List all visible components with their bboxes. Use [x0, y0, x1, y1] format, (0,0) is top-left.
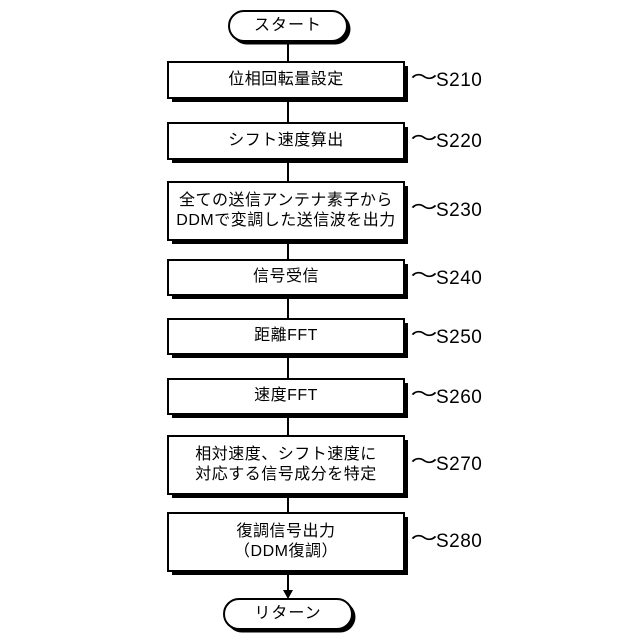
- step-code-s270: S270: [436, 453, 483, 475]
- process-box-s250: 距離FFT: [167, 318, 405, 355]
- connector-s220-to-s230: [287, 160, 289, 181]
- terminator-start: スタート: [228, 10, 348, 42]
- arrowhead-icon: [283, 590, 293, 599]
- process-box-s210: 位相回転量設定: [167, 61, 405, 99]
- connector-start-to-s210: [287, 42, 289, 61]
- process-box-s270: 相対速度、シフト速度に 対応する信号成分を特定: [167, 435, 405, 495]
- process-box-s240: 信号受信: [167, 259, 405, 296]
- process-box-s280: 復調信号出力 （DDM復調）: [167, 512, 405, 572]
- step-code-s240: S240: [436, 267, 483, 289]
- tilde-icon: 〜: [410, 265, 438, 287]
- step-label-s280: 〜 S280: [410, 528, 483, 552]
- tilde-icon: 〜: [410, 197, 438, 219]
- step-label-s260: 〜 S260: [410, 384, 483, 408]
- terminator-return: リターン: [223, 598, 353, 630]
- step-code-s210: S210: [436, 69, 483, 91]
- step-code-s250: S250: [436, 326, 483, 348]
- connector-s260-to-s270: [287, 415, 289, 435]
- connector-s250-to-s260: [287, 355, 289, 378]
- process-box-s260: 速度FFT: [167, 378, 405, 415]
- step-code-s280: S280: [436, 530, 483, 552]
- terminator-return-label: リターン: [254, 605, 322, 622]
- tilde-icon: 〜: [410, 128, 438, 150]
- process-box-s270-text: 相対速度、シフト速度に 対応する信号成分を特定: [195, 445, 377, 483]
- step-code-s220: S220: [436, 130, 483, 152]
- step-code-s230: S230: [436, 199, 483, 221]
- process-box-s250-text: 距離FFT: [254, 327, 318, 345]
- tilde-icon: 〜: [410, 324, 438, 346]
- process-box-s220-text: シフト速度算出: [228, 131, 344, 149]
- process-box-s260-text: 速度FFT: [254, 387, 318, 405]
- connector-s270-to-s280: [287, 495, 289, 512]
- step-label-s220: 〜 S220: [410, 128, 483, 152]
- connector-s230-to-s240: [287, 241, 289, 259]
- step-label-s250: 〜 S250: [410, 324, 483, 348]
- connector-s280-to-return: [287, 572, 289, 594]
- step-label-s240: 〜 S240: [410, 265, 483, 289]
- connector-s240-to-s250: [287, 296, 289, 318]
- step-label-s230: 〜 S230: [410, 197, 483, 221]
- step-label-s270: 〜 S270: [410, 451, 483, 475]
- process-box-s210-text: 位相回転量設定: [228, 70, 344, 88]
- connector-s210-to-s220: [287, 99, 289, 122]
- process-box-s230: 全ての送信アンテナ素子から DDMで変調した送信波を出力: [167, 181, 405, 241]
- step-code-s260: S260: [436, 386, 483, 408]
- process-box-s230-text: 全ての送信アンテナ素子から DDMで変調した送信波を出力: [176, 191, 396, 229]
- terminator-start-label: スタート: [253, 17, 322, 34]
- process-box-s280-text: 復調信号出力 （DDM復調）: [234, 522, 338, 560]
- process-box-s220: シフト速度算出: [167, 122, 405, 160]
- process-box-s240-text: 信号受信: [252, 268, 319, 286]
- tilde-icon: 〜: [410, 67, 438, 89]
- tilde-icon: 〜: [410, 528, 438, 550]
- tilde-icon: 〜: [410, 451, 438, 473]
- step-label-s210: 〜 S210: [410, 67, 483, 91]
- tilde-icon: 〜: [410, 384, 438, 406]
